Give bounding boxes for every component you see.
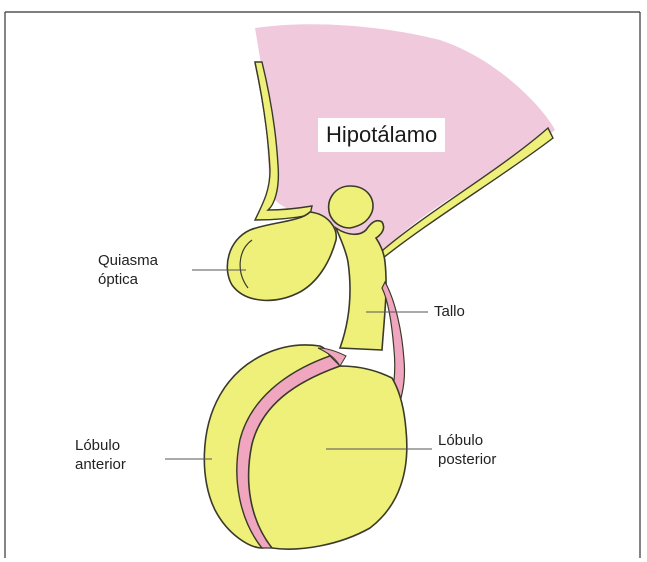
anterior-lobe-label-line1: Lóbulo [75,436,126,455]
anterior-lobe-label: Lóbulo anterior [75,436,126,474]
optic-chiasm-shape [227,212,336,300]
anterior-lobe-label-line2: anterior [75,455,126,474]
optic-chiasm-label-line1: Quiasma [98,251,158,270]
posterior-lobe-label-line1: Lóbulo [438,431,496,450]
posterior-lobe-label: Lóbulo posterior [438,431,496,469]
hypothalamus-label: Hipotálamo [318,118,445,152]
posterior-lobe-label-line2: posterior [438,450,496,469]
optic-chiasm-label: Quiasma óptica [98,251,158,289]
optic-chiasm-label-line2: óptica [98,270,158,289]
stalk-label: Tallo [434,302,465,321]
